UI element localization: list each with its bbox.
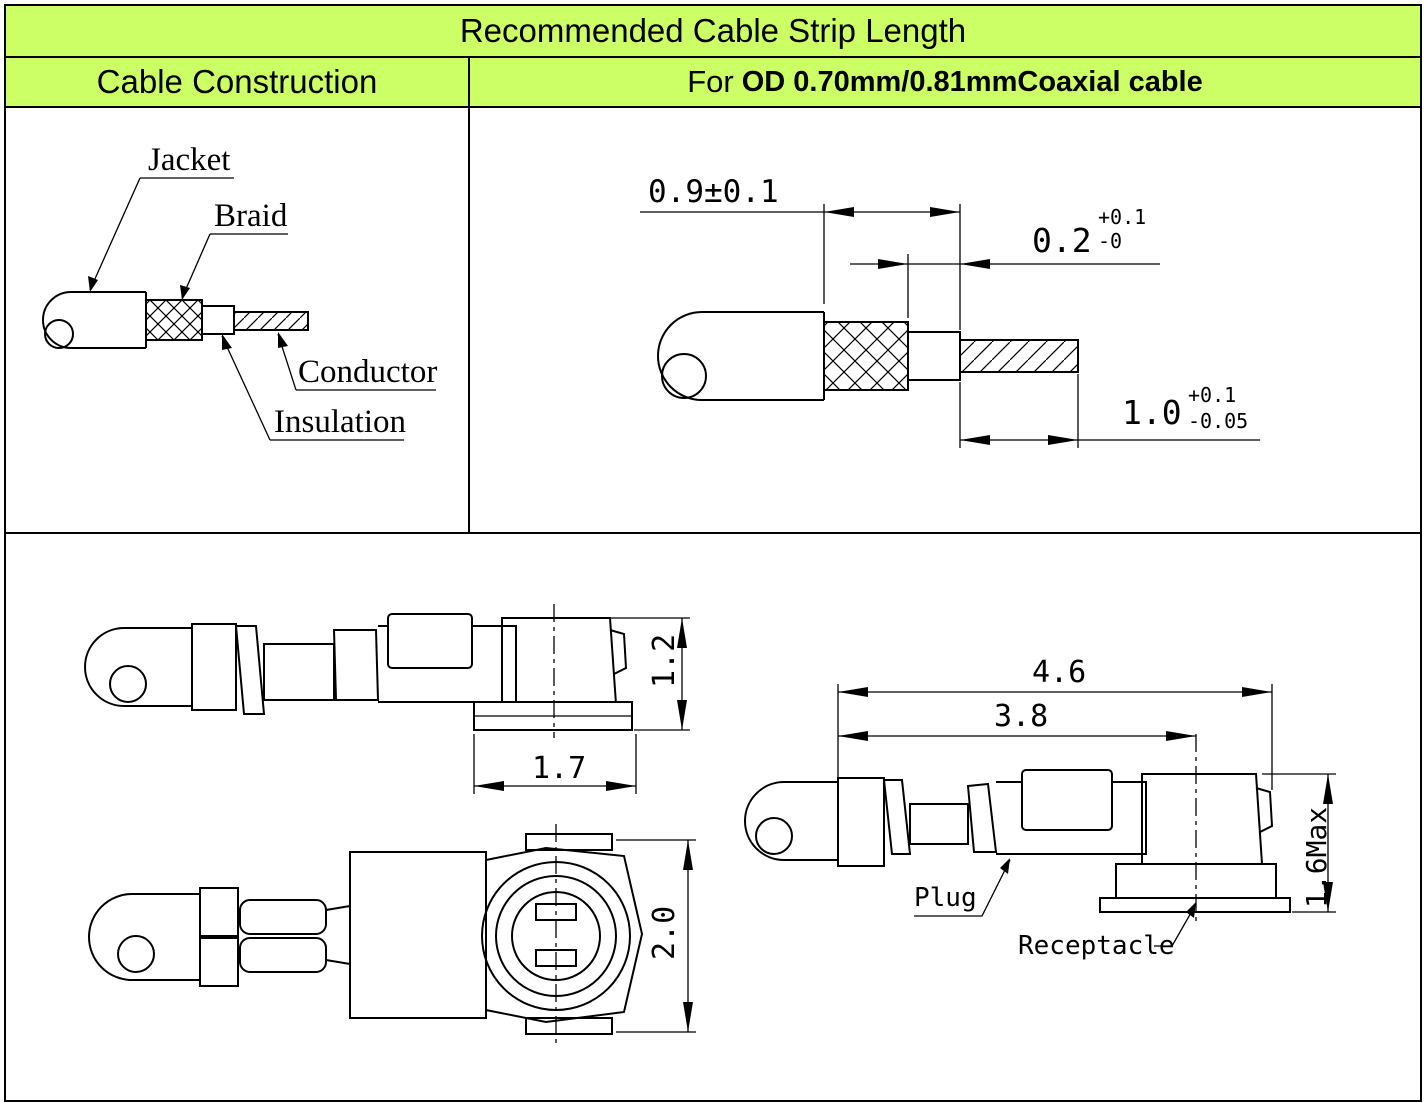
strip-length-cell: 0.9±0.1 0.2 +0.1 -0 1.0 +0.1 -0.05 (468, 106, 1422, 534)
braid-shape-2 (823, 321, 909, 391)
header-cable-construction: Cable Construction (4, 56, 470, 108)
braid-shape (145, 299, 203, 341)
strip-length-sheet: Recommended Cable Strip Length Cable Con… (4, 4, 1422, 1102)
assembly-cell: 1.2 1.7 (4, 532, 1422, 1102)
dim-diameter: 2.0 (647, 906, 682, 960)
dim-conductor-lower: -0.05 (1188, 409, 1248, 433)
dim-total-length: 4.6 (1032, 655, 1086, 690)
insulation-shape (201, 305, 235, 335)
cable-construction-drawing: Jacket Braid Conductor Insulation (42, 142, 437, 441)
header-spec-bold: OD 0.70mm/0.81mmCoaxial cable (741, 65, 1203, 98)
side-view (84, 604, 633, 738)
dim-center-distance: 3.8 (994, 699, 1048, 734)
dim-braid-upper: +0.1 (1098, 205, 1146, 229)
label-insulation: Insulation (274, 404, 406, 440)
insulation-shape-2 (907, 331, 961, 381)
dim-conductor-base: 1.0 (1122, 393, 1182, 432)
top-view (88, 824, 644, 1044)
header-spec-prefix: For (687, 64, 734, 99)
cable-construction-cell: Jacket Braid Conductor Insulation (4, 106, 470, 534)
dim-width: 1.7 (532, 751, 586, 786)
dim-braid-base: 0.2 (1032, 221, 1092, 260)
label-plug: Plug (914, 883, 977, 913)
table-title: Recommended Cable Strip Length (4, 4, 1422, 58)
conductor-shape (233, 311, 309, 331)
dim-conductor-upper: +0.1 (1188, 383, 1236, 407)
dim-max-height: 1.6Max (1300, 807, 1333, 908)
header-cable-spec: For OD 0.70mm/0.81mmCoaxial cable (468, 56, 1422, 108)
conductor-shape-2 (959, 339, 1079, 373)
dim-jacket-strip: 0.9±0.1 (648, 174, 779, 210)
mated-assembly (744, 734, 1291, 924)
label-braid: Braid (214, 198, 288, 234)
label-conductor: Conductor (298, 354, 437, 390)
strip-length-drawing: 0.9±0.1 0.2 +0.1 -0 1.0 +0.1 -0.05 (640, 174, 1260, 448)
assembly-drawing: 1.2 1.7 (84, 604, 1336, 1044)
label-jacket: Jacket (148, 142, 230, 178)
dim-braid-lower: -0 (1098, 229, 1122, 253)
label-receptacle: Receptacle (1018, 931, 1175, 961)
dim-height: 1.2 (647, 634, 682, 688)
